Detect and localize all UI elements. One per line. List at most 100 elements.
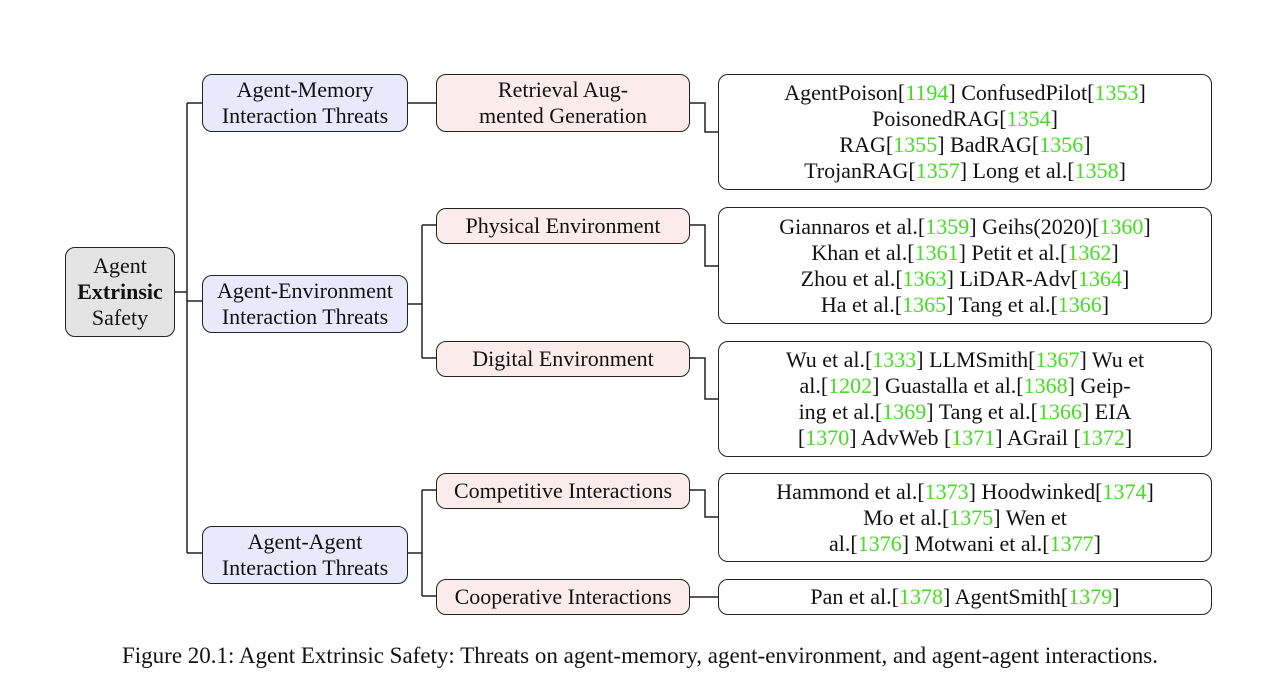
category-agent-environment: Agent-Environment Interaction Threats — [202, 275, 408, 333]
citation-link[interactable]: 1365 — [902, 291, 947, 317]
reference-line: Wu et al.[1333] LLMSmith[1367] Wu et — [786, 347, 1144, 373]
reference-text: ] Hoodwinked[ — [968, 478, 1103, 504]
citation-link[interactable]: 1364 — [1078, 265, 1123, 291]
reference-text: ] Wen et — [993, 504, 1067, 530]
citation-link[interactable]: 1375 — [949, 504, 994, 530]
citation-link[interactable]: 1371 — [951, 425, 996, 450]
citation-link[interactable]: 1369 — [882, 399, 927, 424]
category-label-line1: Agent-Agent — [247, 529, 363, 554]
reference-text: ] BadRAG[ — [937, 132, 1040, 157]
reference-line: ing et al.[1369] Tang et al.[1366] EIA — [799, 399, 1132, 425]
root-label-line2: Extrinsic — [77, 279, 163, 304]
citation-link[interactable]: 1333 — [872, 347, 917, 372]
references-competitive-interactions: Hammond et al.[1373] Hoodwinked[1374] Mo … — [718, 473, 1212, 562]
citation-link[interactable]: 1354 — [1006, 106, 1051, 131]
reference-text: ] — [1124, 425, 1133, 450]
category-label-line2: Interaction Threats — [221, 304, 389, 329]
citation-link[interactable]: 1363 — [902, 265, 947, 291]
reference-text: Mo et al.[ — [863, 504, 950, 530]
reference-line: Pan et al.[1378] AgentSmith[1379] — [810, 584, 1119, 610]
reference-text: PoisonedRAG[ — [872, 106, 1007, 131]
category-label-line2: Interaction Threats — [221, 555, 389, 580]
citation-link[interactable]: 1372 — [1080, 425, 1125, 450]
citation-link[interactable]: 1359 — [925, 213, 970, 239]
reference-text: ] AGrail [ — [995, 425, 1081, 450]
citation-link[interactable]: 1377 — [1049, 530, 1094, 556]
figure-caption: Figure 20.1: Agent Extrinsic Safety: Thr… — [122, 643, 1158, 668]
citation-link[interactable]: 1367 — [1035, 347, 1080, 372]
citation-link[interactable]: 1366 — [1057, 291, 1102, 317]
reference-text: ] — [1083, 132, 1091, 157]
reference-text: ] — [1111, 239, 1119, 265]
reference-line: Khan et al.[1361] Petit et al.[1362] — [811, 240, 1118, 266]
citation-link[interactable]: 1194 — [905, 80, 949, 105]
reference-text: ] LLMSmith[ — [916, 347, 1036, 372]
citation-link[interactable]: 1362 — [1067, 239, 1112, 265]
subcategory-digital-environment: Digital Environment — [436, 341, 690, 377]
citation-link[interactable]: 1355 — [893, 132, 938, 157]
citation-link[interactable]: 1360 — [1099, 213, 1144, 239]
citation-link[interactable]: 1358 — [1074, 158, 1119, 183]
reference-text: ] Guastalla et al.[ — [872, 373, 1024, 398]
reference-text: ] — [1146, 478, 1154, 504]
connector-digital-refs — [690, 357, 718, 400]
reference-line: Zhou et al.[1363] LiDAR-Adv[1364] — [801, 266, 1130, 292]
references-cooperative-interactions: Pan et al.[1378] AgentSmith[1379] — [718, 579, 1212, 615]
citation-link[interactable]: 1373 — [924, 478, 969, 504]
subcategory-label: Cooperative Interactions — [454, 584, 672, 609]
citation-link[interactable]: 1357 — [915, 158, 960, 183]
citation-link[interactable]: 1368 — [1023, 373, 1068, 398]
connector-rag-refs — [690, 102, 718, 133]
citation-link[interactable]: 1370 — [805, 425, 850, 450]
connector-agent-subs — [408, 489, 436, 597]
reference-text: Ha et al.[ — [820, 291, 903, 317]
citation-link[interactable]: 1374 — [1102, 478, 1147, 504]
reference-text: al.[ — [799, 373, 829, 398]
category-label-line1: Agent-Environment — [217, 278, 393, 303]
category-label-line2: Interaction Threats — [221, 103, 389, 128]
reference-text: ] — [1050, 106, 1058, 131]
reference-text: ing et al.[ — [798, 399, 883, 424]
citation-link[interactable]: 1361 — [914, 239, 959, 265]
citation-link[interactable]: 1356 — [1039, 132, 1084, 157]
reference-text: Khan et al.[ — [811, 239, 915, 265]
reference-text: ] AgentSmith[ — [942, 584, 1069, 609]
connector-competitive-refs — [690, 489, 718, 518]
reference-text: ] — [1122, 265, 1130, 291]
subcategory-label-line2: mented Generation — [479, 103, 647, 128]
citation-link[interactable]: 1366 — [1037, 399, 1082, 424]
citation-link[interactable]: 1379 — [1068, 584, 1113, 609]
reference-line: Ha et al.[1365] Tang et al.[1366] — [821, 292, 1109, 318]
root-node-agent-extrinsic-safety: Agent Extrinsic Safety — [65, 247, 175, 337]
reference-text: ] — [1093, 530, 1101, 556]
connector-environment-subs — [408, 224, 436, 359]
references-physical-environment: Giannaros et al.[1359] Geihs(2020)[1360]… — [718, 207, 1212, 324]
connector-physical-refs — [690, 224, 718, 267]
reference-text: ] Tang et al.[ — [946, 291, 1058, 317]
reference-text: ] Geihs(2020)[ — [969, 213, 1100, 239]
reference-text: ] — [1138, 80, 1146, 105]
reference-text: TrojanRAG[ — [804, 158, 916, 183]
reference-text: ] EIA — [1081, 399, 1132, 424]
reference-line: al.[1202] Guastalla et al.[1368] Geip- — [799, 373, 1130, 399]
subcategory-label: Digital Environment — [472, 346, 654, 371]
connector-root-categories — [175, 102, 204, 554]
citation-link[interactable]: 1378 — [898, 584, 943, 609]
reference-text: Pan et al.[ — [810, 584, 899, 609]
reference-text: ] LiDAR-Adv[ — [946, 265, 1079, 291]
reference-text: Hammond et al.[ — [776, 478, 925, 504]
reference-text: [ — [797, 425, 806, 450]
reference-line: al.[1376] Motwani et al.[1377] — [829, 531, 1101, 557]
citation-link[interactable]: 1376 — [857, 530, 902, 556]
category-label-line1: Agent-Memory — [236, 77, 374, 102]
subcategory-cooperative-interactions: Cooperative Interactions — [436, 579, 690, 615]
category-agent-memory: Agent-Memory Interaction Threats — [202, 74, 408, 132]
citation-link[interactable]: 1353 — [1094, 80, 1139, 105]
reference-line: RAG[1355] BadRAG[1356] — [839, 132, 1090, 158]
reference-text: ] — [1118, 158, 1126, 183]
citation-link[interactable]: 1202 — [828, 373, 873, 398]
references-rag: AgentPoison[1194] ConfusedPilot[1353]Poi… — [718, 74, 1212, 190]
reference-text: ] — [1112, 584, 1120, 609]
reference-line: [1370] AdvWeb [1371] AGrail [1372] — [798, 425, 1132, 451]
subcategory-label: Physical Environment — [465, 213, 661, 238]
